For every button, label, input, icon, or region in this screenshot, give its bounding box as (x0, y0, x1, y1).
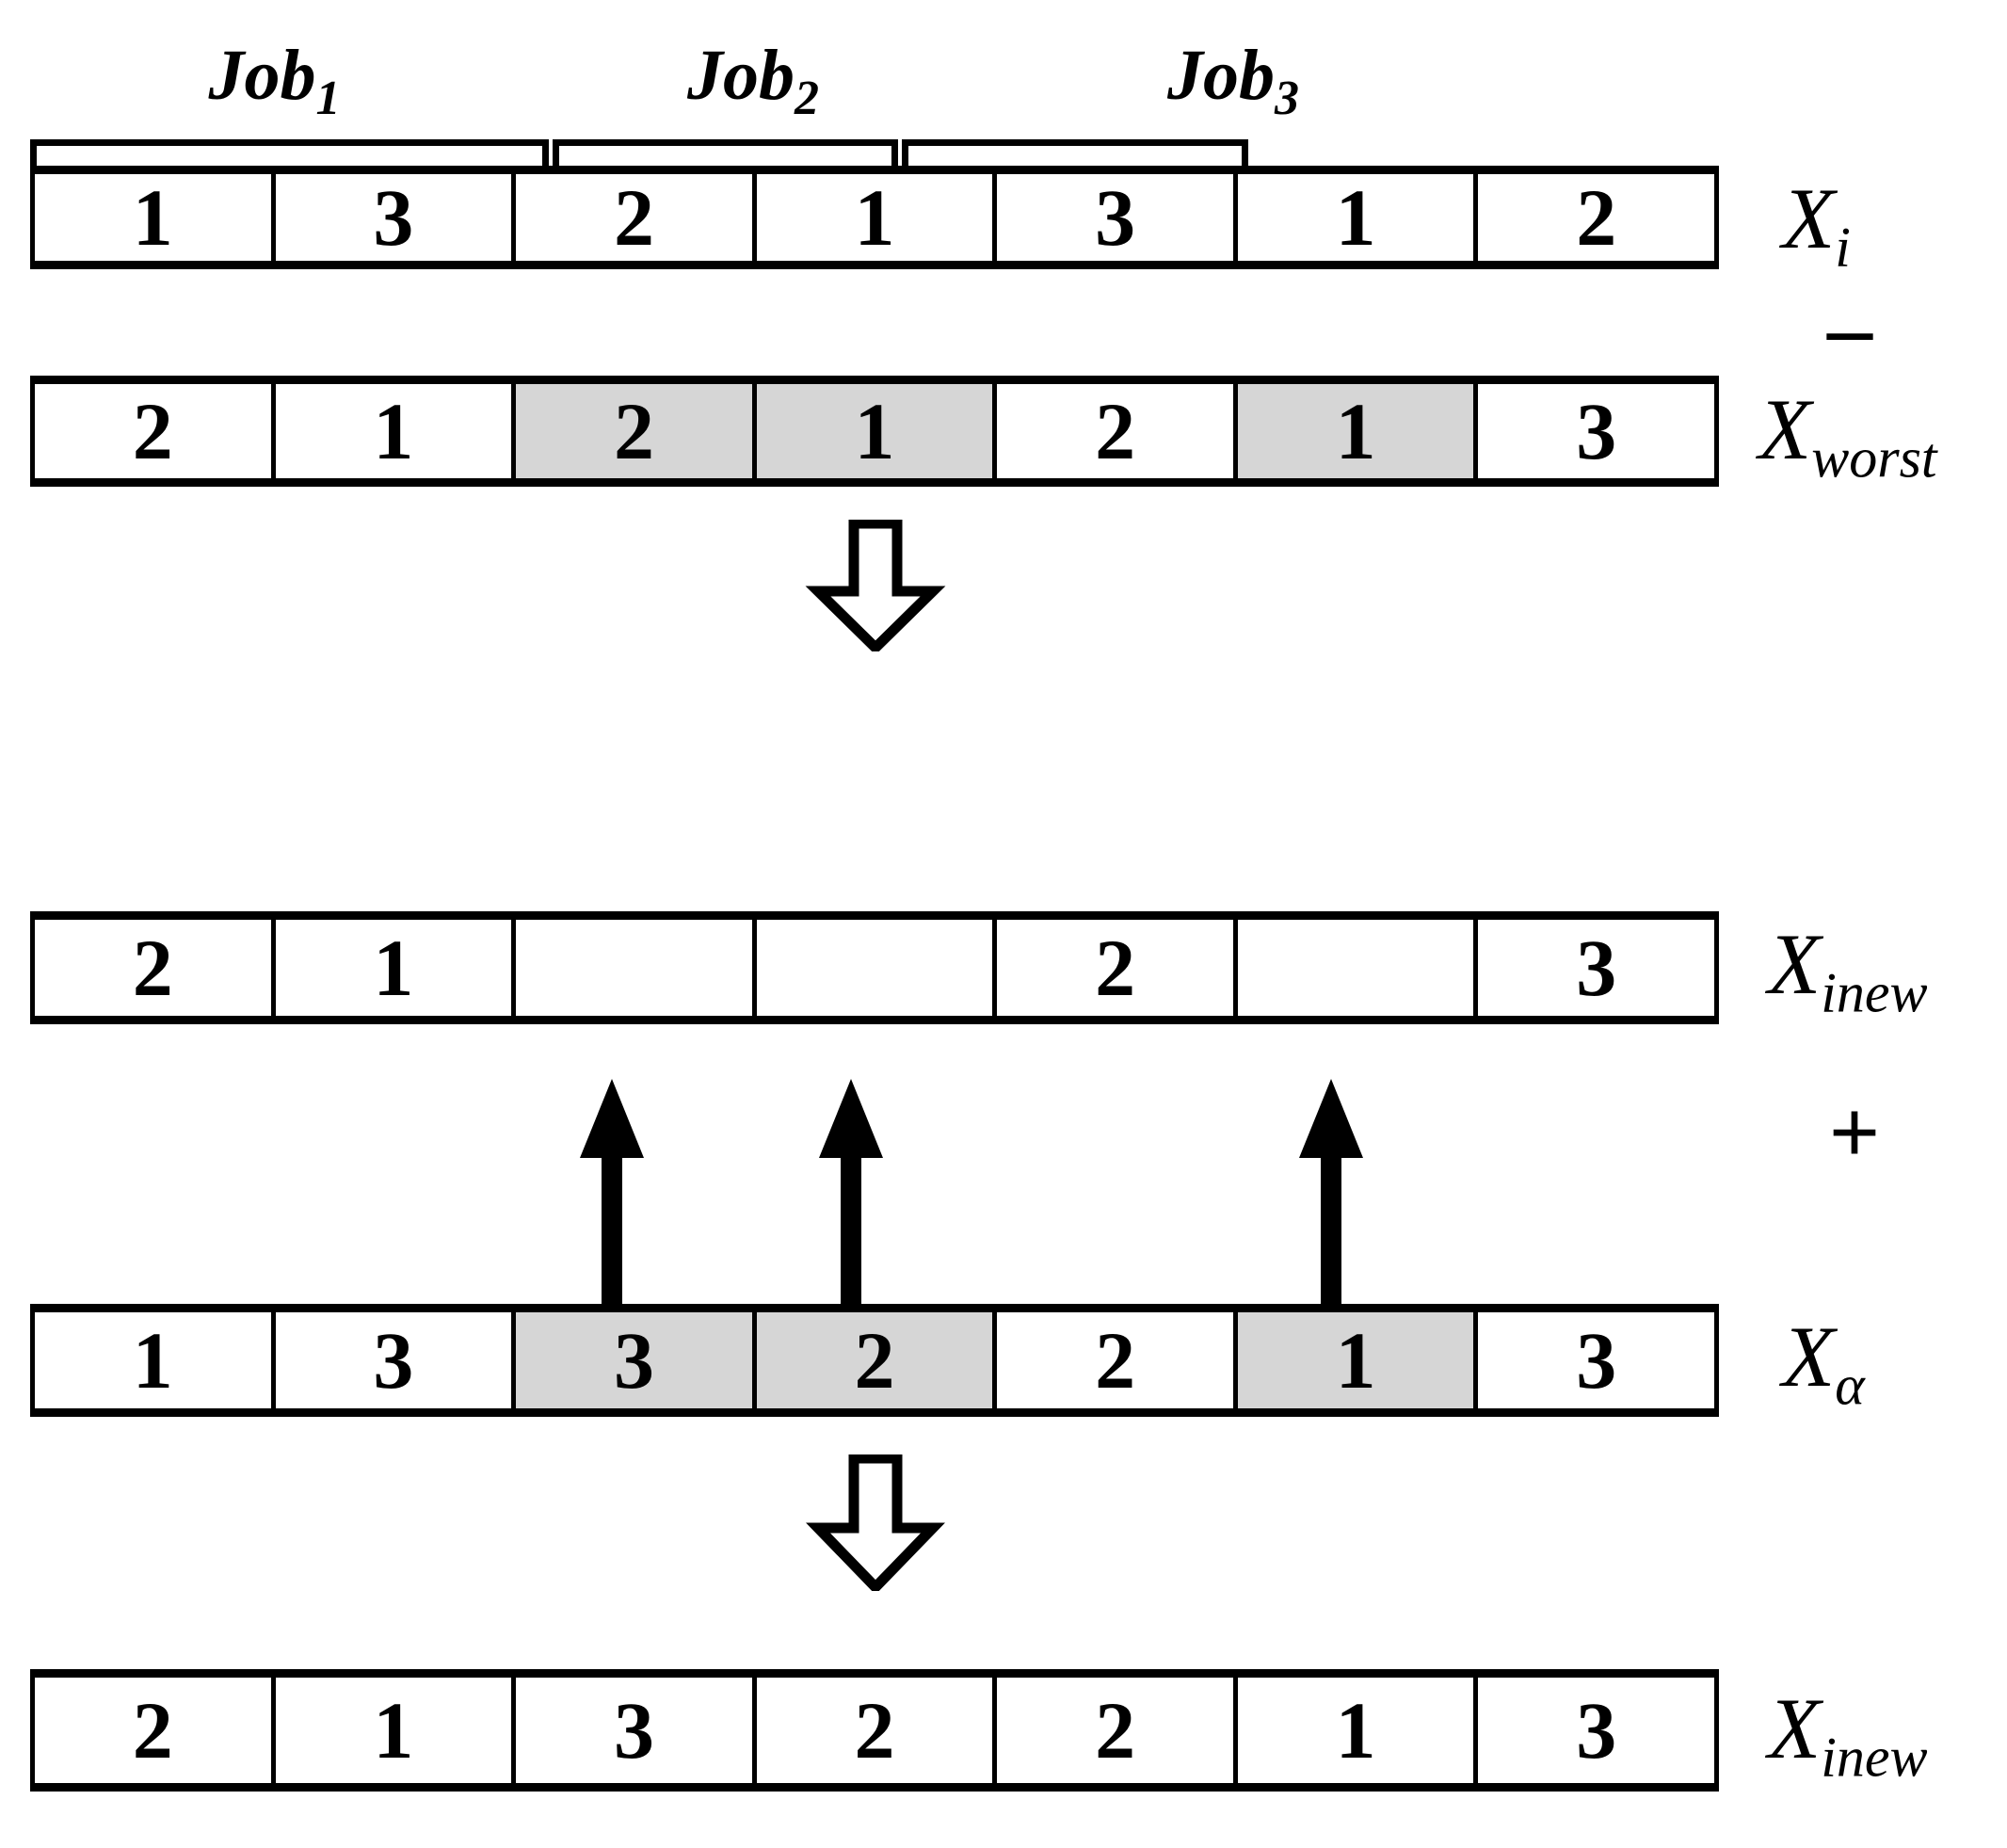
row-xworst: 2 1 2 1 2 1 3 (30, 376, 1719, 487)
flow-arrow-top-icon (805, 518, 946, 655)
cell-xi-7[interactable]: 2 (1478, 174, 1715, 261)
row-label-xinew-partial: Xinew (1768, 921, 1928, 1020)
row-label-xinew-partial-base: X (1768, 916, 1822, 1012)
row-label-xinew-final-base: X (1768, 1680, 1822, 1776)
flow-arrow-bottom-icon (806, 1453, 945, 1595)
cell-xinew-final-6[interactable]: 1 (1237, 1678, 1479, 1783)
row-xi: 1 3 2 1 3 1 2 (30, 166, 1719, 269)
transfer-arrow-cell-4 (811, 1073, 891, 1309)
cell-xi-5[interactable]: 3 (997, 174, 1238, 261)
cell-xworst-2[interactable]: 1 (275, 384, 517, 478)
job-label-3-subscript: 3 (1275, 72, 1299, 126)
cell-xinew-partial-6[interactable] (1237, 920, 1479, 1016)
transfer-arrow-cell-6 (1292, 1073, 1371, 1309)
job-label-1-text: Job (208, 36, 316, 115)
cell-xinew-partial-1[interactable]: 2 (35, 920, 276, 1016)
cell-xalpha-5[interactable]: 2 (997, 1312, 1238, 1408)
row-label-xworst-subscript: worst (1811, 426, 1937, 490)
row-label-xi: Xi (1782, 175, 1851, 275)
cell-xi-6[interactable]: 1 (1237, 174, 1479, 261)
cell-xi-4[interactable]: 1 (756, 174, 998, 261)
cell-xalpha-1[interactable]: 1 (35, 1312, 276, 1408)
cell-xworst-5[interactable]: 2 (997, 384, 1238, 478)
row-label-xworst: Xworst (1758, 386, 1937, 486)
cell-xalpha-6[interactable]: 1 (1237, 1312, 1479, 1408)
cell-xi-3[interactable]: 2 (516, 174, 757, 261)
job-label-2-text: Job (687, 36, 795, 115)
cell-xworst-7[interactable]: 3 (1478, 384, 1715, 478)
row-label-xi-base: X (1782, 170, 1836, 266)
row-label-xalpha-subscript: α (1835, 1354, 1865, 1417)
flow-arrow-top (805, 518, 946, 655)
job-label-1: Job1 (36, 40, 513, 123)
row-xinew-partial: 2 1 2 3 (30, 911, 1719, 1024)
cell-xi-1[interactable]: 1 (35, 174, 276, 261)
cell-xworst-3[interactable]: 2 (516, 384, 757, 478)
job-label-3: Job3 (993, 40, 1473, 123)
row-label-xworst-base: X (1758, 381, 1812, 477)
cell-xi-2[interactable]: 3 (275, 174, 517, 261)
cell-xinew-partial-3[interactable] (516, 920, 757, 1016)
cell-xinew-partial-2[interactable]: 1 (275, 920, 517, 1016)
cell-xworst-4[interactable]: 1 (756, 384, 998, 478)
flow-arrow-bottom (805, 1453, 946, 1595)
cell-xinew-final-5[interactable]: 2 (997, 1678, 1238, 1783)
cell-xinew-final-7[interactable]: 3 (1478, 1678, 1715, 1783)
up-arrow-icon (819, 1079, 883, 1309)
row-label-xinew-final-subscript: inew (1821, 1726, 1928, 1789)
row-label-xinew-partial-subscript: inew (1821, 961, 1928, 1024)
cell-xalpha-3[interactable]: 3 (516, 1312, 757, 1408)
cell-xinew-final-1[interactable]: 2 (35, 1678, 276, 1783)
cell-xinew-final-4[interactable]: 2 (756, 1678, 998, 1783)
cell-xinew-partial-7[interactable]: 3 (1478, 920, 1715, 1016)
job-label-2: Job2 (513, 40, 993, 123)
minus-operator: – (1827, 277, 1872, 378)
up-arrow-icon (580, 1079, 644, 1309)
cell-xworst-6[interactable]: 1 (1237, 384, 1479, 478)
row-label-xalpha-base: X (1782, 1309, 1836, 1405)
plus-operator: + (1828, 1082, 1881, 1182)
job-label-3-text: Job (1167, 36, 1275, 115)
job-label-2-subscript: 2 (795, 72, 819, 126)
cell-xinew-partial-4[interactable] (756, 920, 998, 1016)
cell-xalpha-2[interactable]: 3 (275, 1312, 517, 1408)
cell-xalpha-7[interactable]: 3 (1478, 1312, 1715, 1408)
cell-xworst-1[interactable]: 2 (35, 384, 276, 478)
row-label-xi-subscript: i (1835, 216, 1851, 279)
job-label-1-subscript: 1 (315, 72, 341, 126)
row-xinew-final: 2 1 3 2 2 1 3 (30, 1669, 1719, 1792)
cell-xinew-final-3[interactable]: 3 (516, 1678, 757, 1783)
cell-xinew-partial-5[interactable]: 2 (997, 920, 1238, 1016)
cell-xalpha-4[interactable]: 2 (756, 1312, 998, 1408)
row-label-xalpha: Xα (1782, 1313, 1865, 1413)
row-label-xinew-final: Xinew (1768, 1685, 1928, 1785)
up-arrow-icon (1299, 1079, 1363, 1309)
row-xalpha: 1 3 3 2 2 1 3 (30, 1304, 1719, 1417)
transfer-arrow-cell-3 (572, 1073, 651, 1309)
cell-xinew-final-2[interactable]: 1 (275, 1678, 517, 1783)
